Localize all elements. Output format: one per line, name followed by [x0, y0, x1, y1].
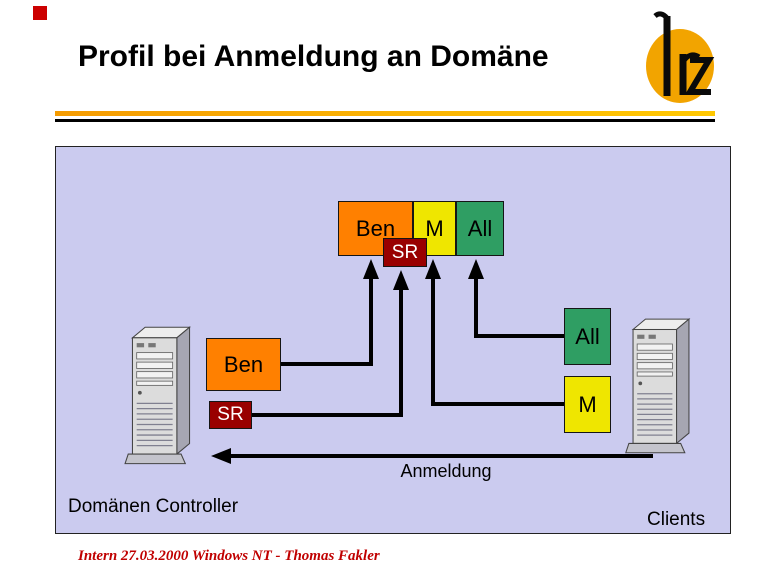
arrow-sr-to-merged: [252, 289, 403, 417]
divider-black-line: [55, 119, 715, 122]
dc-profile-box-sr: SR: [209, 401, 252, 429]
arrow-all-to-merged: [474, 278, 564, 338]
slide-footer: Intern 27.03.2000 Windows NT - Thomas Fa…: [78, 548, 380, 564]
clients-label: Clients: [647, 509, 706, 530]
client-server-tower-icon: [625, 318, 690, 454]
divider-gold-line: [55, 111, 715, 116]
arrows-graphic: [211, 259, 653, 464]
client-profile-box-all: All: [564, 308, 611, 365]
merged-profile-box-ben: Ben: [338, 201, 413, 256]
arrow-m-to-merged: [431, 278, 564, 406]
arrowhead-up-ben: [363, 259, 379, 279]
merged-profile-box-m: M: [413, 201, 456, 256]
arrow-ben-to-merged: [281, 278, 373, 366]
arrowhead-up-sr: [393, 270, 409, 290]
merged-profile-box-sr: SR: [383, 238, 427, 267]
red-bullet-square: [33, 6, 47, 20]
merged-profile-box-all: All: [456, 201, 504, 256]
page-title: Profil bei Anmeldung an Domäne: [78, 40, 549, 73]
client-profile-box-m: M: [564, 376, 611, 433]
lrz-logo-icon: [646, 11, 715, 103]
dc-profile-box-ben: Ben: [206, 338, 281, 391]
domain-controller-server-tower-icon: [124, 326, 191, 465]
arrowhead-left-anmeldung: [211, 448, 231, 464]
anmeldung-arrow-label: Anmeldung: [400, 461, 492, 481]
arrowhead-up-all: [468, 259, 484, 279]
domain-controller-label: Domänen Controller: [68, 496, 239, 517]
arrowhead-up-m: [425, 259, 441, 279]
diagram-canvas: Ben M All SR Ben SR All M Domänen Contro…: [55, 146, 731, 534]
